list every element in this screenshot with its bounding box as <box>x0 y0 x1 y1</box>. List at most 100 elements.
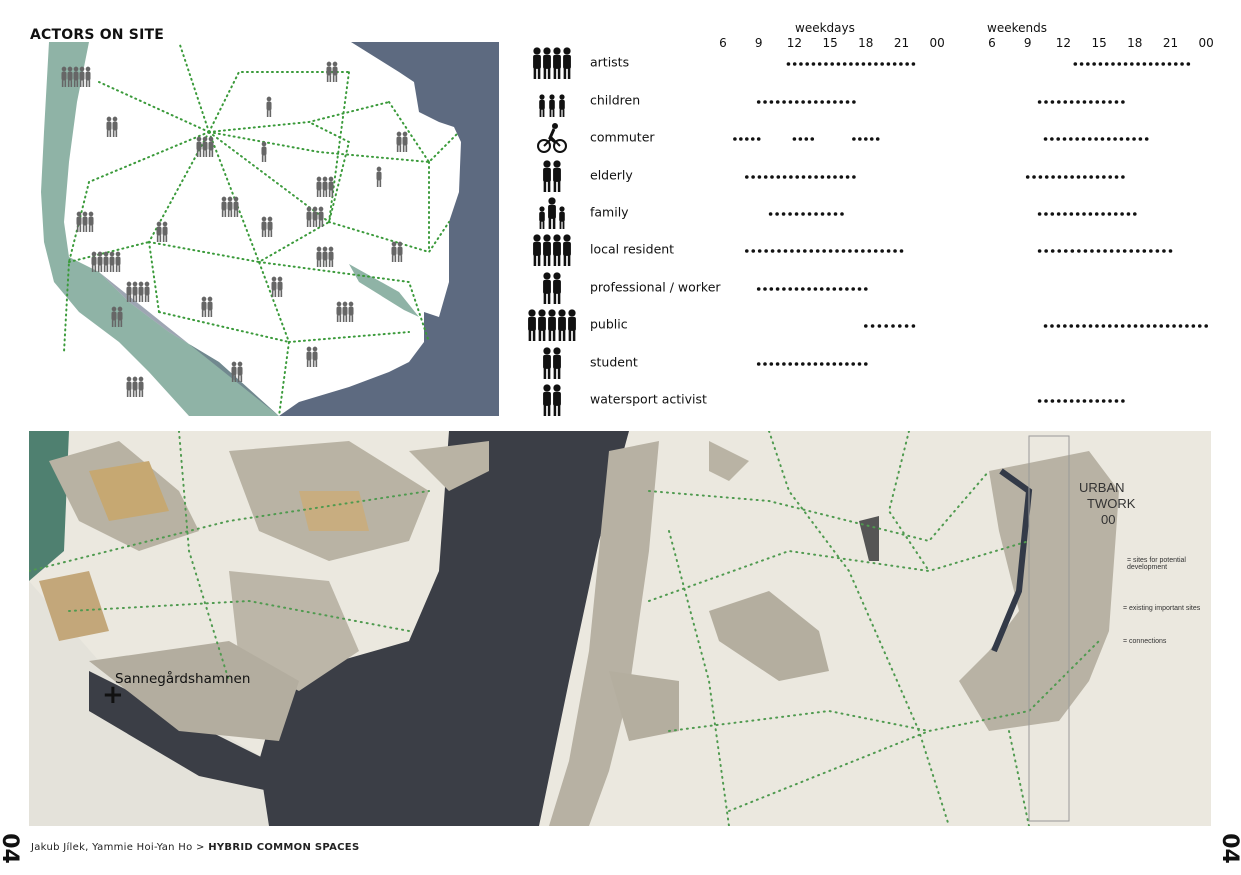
legend-title: URBAN TWORK 00 <box>1079 480 1135 528</box>
activity-dot-weekends <box>1083 175 1087 179</box>
activity-dot-weekends <box>1178 324 1183 328</box>
activity-dot-weekdays <box>750 137 755 141</box>
activity-dot-weekends <box>1056 212 1061 216</box>
activity-dot-weekdays <box>745 175 749 179</box>
activity-dot-weekdays <box>880 62 884 66</box>
activity-dot-weekends <box>1057 399 1061 403</box>
axis-tick: 00 <box>929 36 945 50</box>
activity-dot-weekends <box>1056 324 1061 328</box>
cyclist-icon <box>522 120 582 154</box>
activity-dot-weekdays <box>864 362 868 366</box>
activity-dot-weekends <box>1090 249 1094 253</box>
footer-credits: Jakub Jílek, Yammie Hoi-Yan Ho > HYBRID … <box>31 842 359 853</box>
people-silhouette-icon <box>266 96 272 117</box>
children-silhouette-icon <box>522 83 582 117</box>
activity-dot-weekdays <box>911 324 916 328</box>
activity-dot-weekends <box>1204 324 1208 328</box>
place-label: Sannegårdshamnen <box>115 671 251 687</box>
activity-dot-weekends <box>1120 212 1124 216</box>
people-silhouette-icon <box>261 216 273 237</box>
activity-dot-weekends <box>1043 324 1048 328</box>
activity-dot-weekdays <box>781 212 786 216</box>
page-number-right: 04 <box>1216 833 1241 864</box>
axis-tick: 9 <box>1023 36 1032 50</box>
people-silhouette-icon <box>231 361 243 382</box>
activity-dot-weekends <box>1076 399 1080 403</box>
activity-dot-weekends <box>1089 175 1093 179</box>
activity-dot-weekdays <box>852 175 856 179</box>
activity-dot-weekends <box>1094 212 1099 216</box>
activity-dot-weekdays <box>756 362 761 366</box>
axis-tick: 6 <box>719 36 727 50</box>
activity-dot-weekends <box>1126 212 1131 216</box>
activity-dot-weekends <box>1063 399 1068 403</box>
activity-dot-weekends <box>1077 249 1081 253</box>
activity-dot-weekdays <box>867 249 872 253</box>
activity-dot-weekdays <box>814 100 818 104</box>
activity-dot-weekends <box>1116 249 1120 253</box>
activity-dot-weekends <box>1089 399 1093 403</box>
activity-dot-weekdays <box>814 212 818 216</box>
axis-tick: 21 <box>1162 36 1179 50</box>
activity-dot-weekdays <box>775 100 780 104</box>
activity-dot-weekdays <box>795 175 799 179</box>
people-silhouette-icon <box>316 246 334 267</box>
activity-dot-weekdays <box>827 212 831 216</box>
activity-dot-weekends <box>1062 137 1067 141</box>
activity-dot-weekends <box>1076 175 1081 179</box>
activity-dot-weekends <box>1117 62 1122 66</box>
activity-dot-weekdays <box>813 287 818 291</box>
activity-dot-weekends <box>1186 62 1191 66</box>
people-silhouette-icon <box>111 306 123 327</box>
activity-dot-weekends <box>1114 100 1119 104</box>
activity-dot-weekdays <box>820 175 825 179</box>
activity-dot-weekdays <box>790 249 794 253</box>
activity-dot-weekdays <box>864 137 868 141</box>
activity-dot-weekends <box>1082 399 1087 403</box>
activity-dot-weekends <box>1107 212 1112 216</box>
activity-dot-weekdays <box>899 62 903 66</box>
activity-dot-weekends <box>1168 249 1173 253</box>
people-silhouette-icon <box>376 166 382 187</box>
activity-dot-weekdays <box>756 137 761 141</box>
activity-dot-weekdays <box>861 249 865 253</box>
activity-dot-weekdays <box>801 212 805 216</box>
people-silhouette-icon <box>316 176 334 197</box>
activity-dot-weekdays <box>873 249 878 253</box>
activity-dot-weekends <box>1155 62 1159 66</box>
legend-title-line: URBAN <box>1079 480 1125 495</box>
activity-dot-weekends <box>1165 324 1170 328</box>
activity-dot-weekdays <box>861 62 866 66</box>
activity-dot-weekends <box>1092 62 1096 66</box>
activity-dot-weekends <box>1100 137 1105 141</box>
activity-dot-weekdays <box>886 249 891 253</box>
activity-dot-weekends <box>1152 324 1157 328</box>
activity-dot-weekends <box>1050 249 1055 253</box>
activity-dot-weekends <box>1050 324 1054 328</box>
activity-dot-weekdays <box>807 212 812 216</box>
activity-dot-weekends <box>1114 175 1119 179</box>
activity-dot-weekdays <box>764 249 768 253</box>
activity-dot-weekdays <box>898 324 902 328</box>
activity-dot-weekdays <box>857 287 862 291</box>
activity-dot-weekdays <box>807 287 811 291</box>
activity-dot-weekends <box>1113 137 1117 141</box>
activity-dot-weekends <box>1102 175 1106 179</box>
activity-dot-weekends <box>1044 249 1048 253</box>
activity-dot-weekdays <box>838 362 843 366</box>
activity-dot-weekdays <box>845 287 849 291</box>
activity-dot-weekdays <box>832 362 837 366</box>
activity-dot-weekends <box>1037 100 1042 104</box>
axis-tick: 15 <box>822 36 838 50</box>
activity-dot-weekends <box>1103 249 1107 253</box>
activity-dot-weekdays <box>782 175 787 179</box>
activity-dot-weekends <box>1044 399 1048 403</box>
activity-dot-weekdays <box>874 62 878 66</box>
axis-tick: 18 <box>858 36 874 50</box>
activity-dot-weekends <box>1121 399 1125 403</box>
activity-dot-weekdays <box>763 362 767 366</box>
activity-dot-weekdays <box>813 362 818 366</box>
legend-title-line: 00 <box>1101 512 1116 527</box>
activity-dot-weekends <box>1108 175 1113 179</box>
activity-dot-weekdays <box>839 175 844 179</box>
